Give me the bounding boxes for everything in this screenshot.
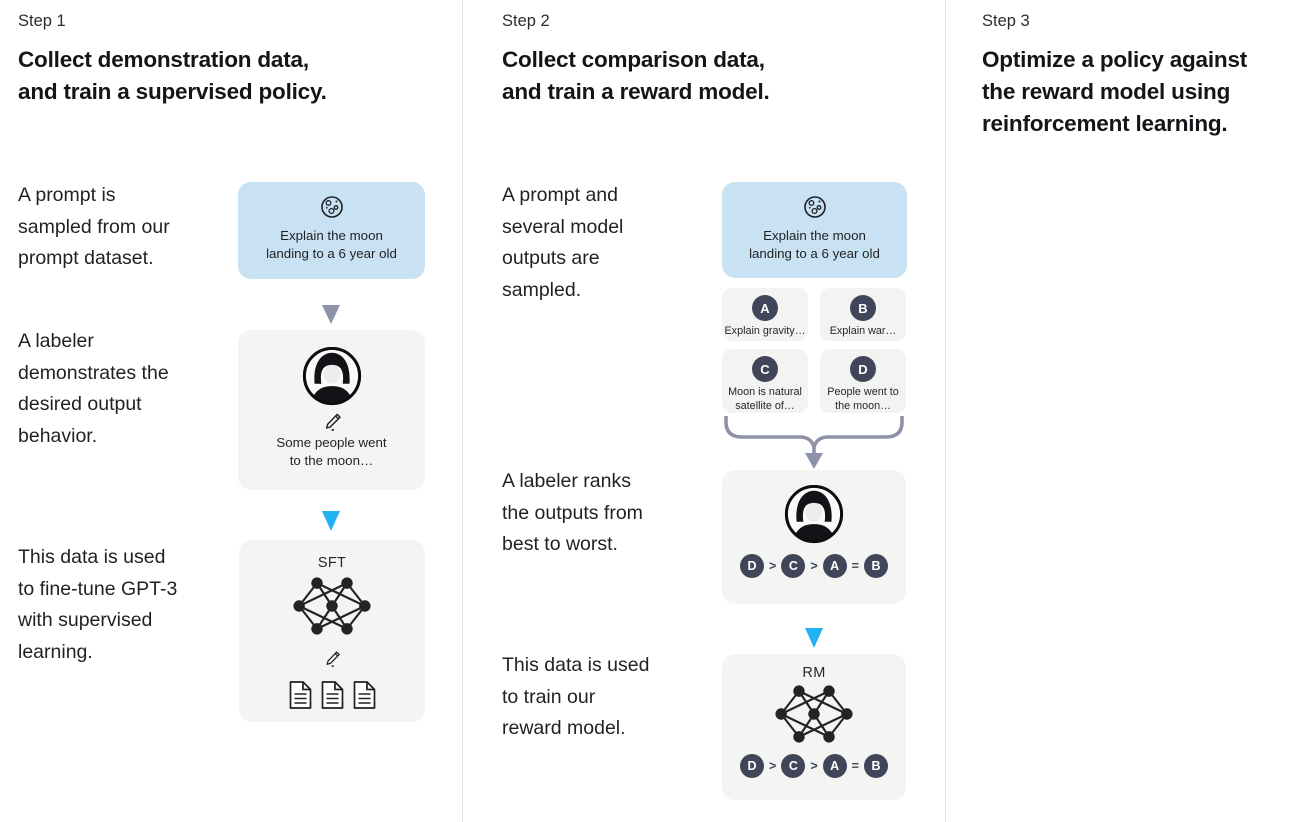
rank-badge: C — [781, 554, 806, 578]
step3-label: Step 3 — [982, 12, 1030, 30]
output-badge-b: B — [850, 295, 876, 321]
rank-separator: > — [769, 559, 777, 573]
output-text-b: Explain war… — [829, 325, 897, 337]
step1-caption-finetune: This data is used to fine-tune GPT-3 wit… — [18, 546, 178, 663]
labeler-avatar-icon — [302, 346, 361, 406]
step2-title: Collect comparison data, and train a rew… — [502, 47, 770, 104]
rm-model-label: RM — [802, 665, 826, 681]
down-arrow-icon — [322, 511, 340, 531]
rank-badge: A — [822, 754, 847, 778]
step2-caption-rank: A labeler ranks the outputs from best to… — [502, 470, 643, 555]
pencil-icon — [326, 651, 340, 667]
neural-network-icon — [293, 577, 371, 635]
output-badge-a: A — [752, 295, 778, 321]
step1-prompt-card-text: Explain the moon landing to a 6 year old — [266, 228, 397, 261]
output-text-d: People went to the moon… — [827, 386, 899, 412]
step1-caption-labeler: A labeler demonstrates the desired outpu… — [18, 330, 169, 447]
step1-caption-prompt: A prompt is sampled from our prompt data… — [18, 184, 170, 269]
rank-separator: = — [851, 559, 859, 573]
output-card-c: C Moon is natural satellite of… — [722, 349, 808, 413]
ranking-result: D > C > A = B — [740, 754, 888, 778]
step2-prompt-card: Explain the moon landing to a 6 year old — [722, 182, 907, 278]
step1-labeler-card: Some people went to the moon… — [238, 330, 425, 490]
rank-badge: D — [740, 754, 765, 778]
output-text-c: Moon is natural satellite of… — [728, 386, 802, 412]
rank-separator: = — [851, 759, 859, 773]
step2-label: Step 2 — [502, 12, 550, 30]
step2-rm-card: RM D > C > A = B — [722, 654, 906, 800]
sft-model-label: SFT — [317, 555, 347, 571]
rank-badge: B — [863, 754, 888, 778]
down-arrow-icon — [805, 628, 823, 648]
rank-separator: > — [769, 759, 777, 773]
rank-separator: > — [810, 759, 818, 773]
step2-caption-prompt: A prompt and several model outputs are s… — [502, 184, 624, 301]
neural-network-icon — [775, 685, 853, 743]
output-badge-c: C — [752, 356, 778, 382]
rank-badge: B — [863, 554, 888, 578]
column-divider-2 — [945, 0, 946, 822]
ranking-result: D > C > A = B — [740, 554, 888, 578]
step1-label: Step 1 — [18, 12, 66, 30]
output-card-b: B Explain war… — [820, 288, 906, 341]
down-arrow-icon — [322, 305, 340, 324]
column-divider-1 — [462, 0, 463, 822]
brace-arrow-icon — [724, 416, 904, 469]
output-card-d: D People went to the moon… — [820, 349, 906, 413]
step1-labeler-card-text: Some people went to the moon… — [276, 435, 387, 468]
output-text-a: Explain gravity… — [724, 325, 806, 337]
step2-caption-reward: This data is used to train our reward mo… — [502, 654, 650, 739]
rank-separator: > — [810, 559, 818, 573]
step1-title: Collect demonstration data, and train a … — [18, 47, 327, 104]
documents-icon — [288, 680, 377, 710]
rank-badge: C — [781, 754, 806, 778]
step2-ranking-card: D > C > A = B — [722, 470, 906, 604]
moon-icon — [320, 196, 343, 218]
pencil-icon — [325, 413, 341, 431]
rank-badge: D — [740, 554, 765, 578]
moon-icon — [803, 196, 826, 218]
output-card-a: A Explain gravity… — [722, 288, 808, 341]
step1-prompt-card: Explain the moon landing to a 6 year old — [238, 182, 425, 279]
step1-sft-card: SFT — [239, 540, 425, 722]
labeler-avatar-icon — [784, 484, 844, 544]
rank-badge: A — [822, 554, 847, 578]
step3-title: Optimize a policy against the reward mod… — [982, 47, 1248, 136]
output-badge-d: D — [850, 356, 876, 382]
step2-prompt-card-text: Explain the moon landing to a 6 year old — [749, 228, 880, 261]
